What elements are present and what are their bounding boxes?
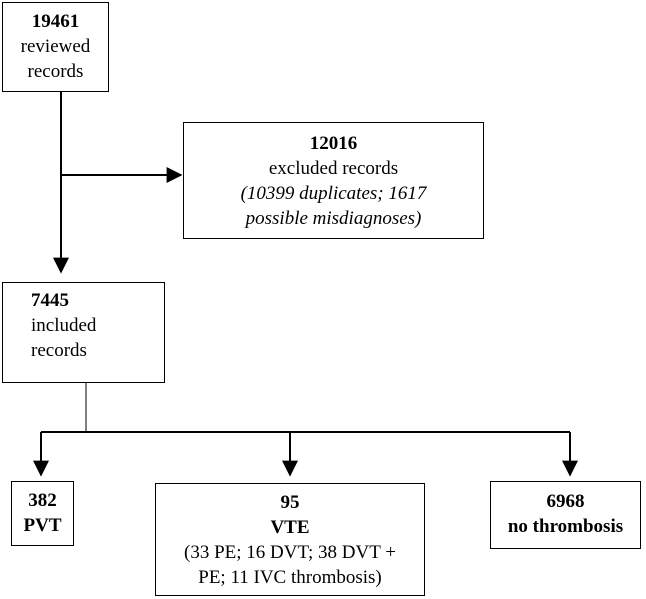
- included-label-line2: records: [31, 340, 87, 361]
- included-label-line1: included: [31, 315, 97, 336]
- excluded-count: 12016: [309, 133, 358, 154]
- excluded-detail-line2: possible misdiagnoses): [245, 208, 422, 229]
- vte-detail-line1: (33 PE; 16 DVT; 38 DVT +: [184, 542, 396, 563]
- reviewed-records-box: 19461 reviewed records: [2, 2, 109, 92]
- pvt-count: 382: [28, 490, 57, 511]
- vte-detail-line2: PE; 11 IVC thrombosis): [198, 567, 382, 588]
- excluded-detail-line1: (10399 duplicates; 1617: [240, 183, 427, 204]
- excluded-label: excluded records: [268, 158, 399, 179]
- pvt-box: 382 PVT: [11, 481, 74, 546]
- reviewed-count: 19461: [31, 11, 80, 32]
- reviewed-label-line1: reviewed: [20, 36, 91, 57]
- no-thrombosis-count: 6968: [546, 491, 585, 512]
- no-thrombosis-label: no thrombosis: [507, 516, 624, 537]
- reviewed-label-line2: records: [27, 61, 84, 82]
- included-count: 7445: [31, 290, 69, 311]
- vte-box: 95 VTE (33 PE; 16 DVT; 38 DVT + PE; 11 I…: [155, 483, 425, 596]
- excluded-records-box: 12016 excluded records (10399 duplicates…: [183, 122, 484, 239]
- vte-count: 95: [280, 492, 300, 513]
- included-records-box: 7445 included records: [2, 282, 165, 383]
- vte-label: VTE: [270, 517, 310, 538]
- no-thrombosis-box: 6968 no thrombosis: [490, 481, 641, 549]
- pvt-label: PVT: [23, 515, 62, 536]
